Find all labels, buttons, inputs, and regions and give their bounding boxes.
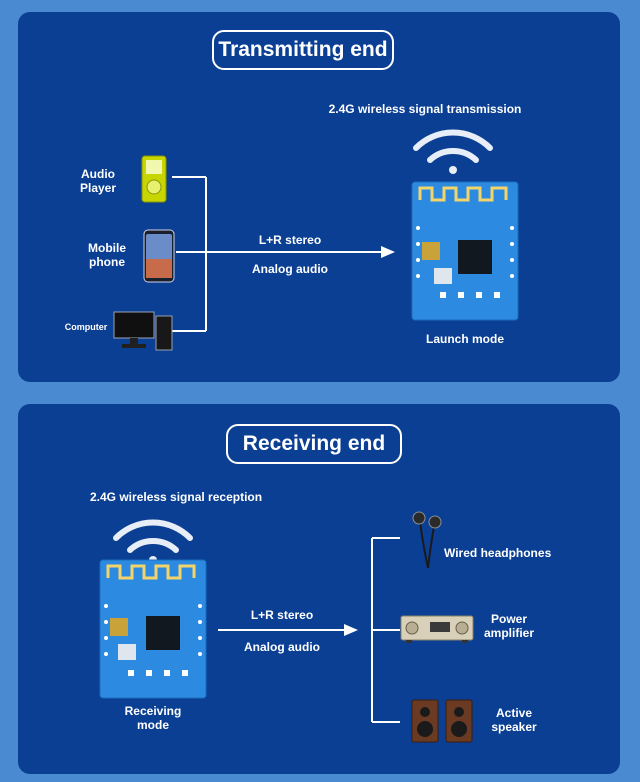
audio-player-icon: [141, 155, 167, 203]
transmit-stereo-label: L+R stereo: [258, 233, 322, 247]
transmitter-module-icon: [411, 181, 519, 321]
headphones-icon: [412, 511, 442, 569]
receiving-mode-label: Receiving mode: [124, 704, 182, 732]
amplifier-icon: [400, 615, 474, 643]
receiver-module-icon: [99, 559, 207, 699]
mobile-phone-label: Mobile phone: [88, 241, 126, 269]
launch-mode-label: Launch mode: [425, 332, 504, 346]
audio-player-label: Audio Player: [79, 167, 117, 195]
transmit-analog-label: Analog audio: [252, 262, 328, 276]
active-speaker-label: Active speaker: [491, 706, 537, 734]
wired-headphones-label: Wired headphones: [444, 546, 552, 560]
receive-stereo-label: L+R stereo: [250, 608, 314, 622]
power-amplifier-label: Power amplifier: [483, 612, 534, 640]
reception-signal-label: 2.4G wireless signal reception: [90, 490, 263, 504]
receiving-title: Receiving end: [226, 424, 402, 464]
mobile-phone-icon: [143, 229, 175, 283]
computer-label: Computer: [64, 322, 108, 332]
transmission-signal-label: 2.4G wireless signal transmission: [328, 102, 522, 116]
speaker-icon: [411, 699, 473, 743]
wireless-signal-icon: [413, 129, 493, 174]
computer-icon: [113, 311, 173, 351]
receive-analog-label: Analog audio: [244, 640, 320, 654]
transmitting-title: Transmitting end: [212, 30, 394, 70]
